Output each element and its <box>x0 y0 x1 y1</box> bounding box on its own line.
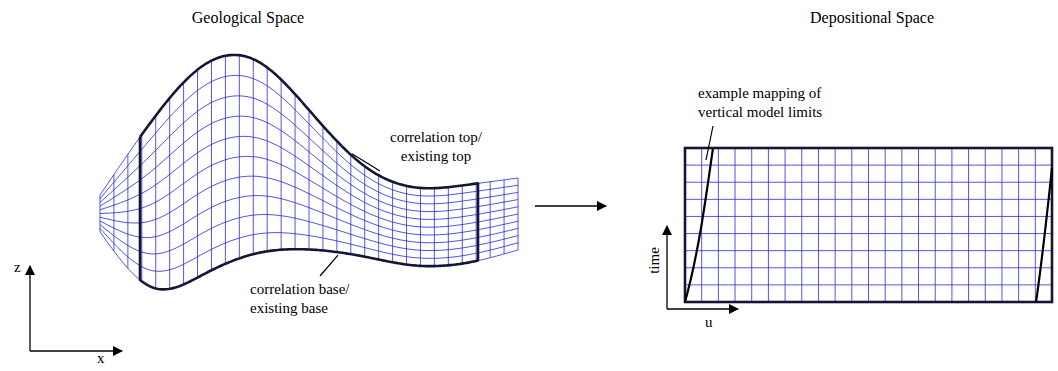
grid-column-line <box>751 148 752 302</box>
grid-column-line <box>141 135 142 282</box>
grid-column-line <box>336 141 337 252</box>
grid-column-line <box>267 68 268 252</box>
model-outline <box>140 55 478 289</box>
grid-column-line <box>309 110 310 250</box>
grid-column-line <box>835 148 836 302</box>
grid-column-line <box>1018 148 1019 302</box>
grid-column-line <box>183 82 184 284</box>
grid-layer-line <box>685 284 1052 285</box>
grid-layer-line <box>685 267 1052 268</box>
mapping-arrow <box>535 205 606 206</box>
callout-label: correlation top/ existing top <box>380 128 492 166</box>
grid-column-line <box>885 148 886 302</box>
grid-column-line <box>448 187 449 265</box>
grid-column-line <box>225 56 226 264</box>
model-outline <box>685 148 1052 302</box>
grid-column-line <box>718 148 719 302</box>
grid-column-line <box>295 94 296 249</box>
grid-layer-line <box>685 233 1052 234</box>
grid-column-line <box>951 148 952 302</box>
grid-layer-line <box>685 250 1052 251</box>
model-limit-curve <box>685 148 713 302</box>
grid-column-line <box>197 70 198 278</box>
grid-column-line <box>100 195 101 232</box>
model-limit-curve <box>1036 168 1052 302</box>
grid-column-line <box>818 148 819 302</box>
leader-lines <box>320 154 380 276</box>
grid-column-line <box>239 55 240 258</box>
panel-title: Depositional Space <box>810 8 934 27</box>
axis-label: x <box>97 349 105 368</box>
callout-label: correlation base/ existing base <box>250 280 375 318</box>
grid-column-line <box>985 148 986 302</box>
axis-label: z <box>14 258 21 277</box>
axis-label: time <box>644 247 663 274</box>
grid-column-line <box>851 148 852 302</box>
grid-column-line <box>378 175 379 259</box>
grid-column-line <box>785 148 786 302</box>
z-axis <box>29 266 30 351</box>
grid-column-line <box>476 184 477 261</box>
grid-column-line <box>735 148 736 302</box>
x-axis <box>30 350 122 351</box>
grid-column-line <box>868 148 869 302</box>
grid-column-line <box>322 126 323 251</box>
u-axis <box>667 308 738 309</box>
grid-layer-line <box>685 216 1052 217</box>
grid-column-line <box>768 148 769 302</box>
grid-column-line <box>434 188 435 266</box>
grid-column-line <box>490 182 491 258</box>
grid-column-line <box>420 188 421 266</box>
grid-column-line <box>901 148 902 302</box>
grid-layer-line <box>685 182 1052 183</box>
grid-column-line <box>364 166 365 256</box>
depositional-grid <box>685 148 1052 302</box>
grid-column-line <box>113 175 114 252</box>
grid-column-line <box>406 186 407 265</box>
grid-column-line <box>155 116 156 289</box>
grid-column-line <box>169 98 170 289</box>
grid-column-line <box>801 148 802 302</box>
grid-column-line <box>1001 148 1002 302</box>
callout-label: example mapping of vertical model limits <box>698 84 848 122</box>
grid-column-line <box>392 182 393 263</box>
leader-line <box>352 154 380 171</box>
leader-line <box>320 255 338 276</box>
grid-column-line <box>462 185 463 263</box>
grid-column-line <box>968 148 969 302</box>
grid-layer-line <box>685 199 1052 200</box>
grid-column-line <box>504 180 505 254</box>
axis-label: u <box>705 313 713 332</box>
grid-column-line <box>281 80 282 250</box>
grid-column-line <box>1035 148 1036 302</box>
grid-column-line <box>211 61 212 271</box>
leader-line <box>706 126 713 160</box>
grid-column-line <box>918 148 919 302</box>
grid-column-line <box>935 148 936 302</box>
panel-title: Geological Space <box>192 8 304 27</box>
grid-column-line <box>350 155 351 254</box>
grid-column-line <box>518 178 519 250</box>
grid-column-line <box>127 154 128 268</box>
grid-column-line <box>253 59 254 254</box>
time-axis <box>666 226 667 309</box>
grid-layer-line <box>685 165 1052 166</box>
geological-grid <box>100 55 518 289</box>
